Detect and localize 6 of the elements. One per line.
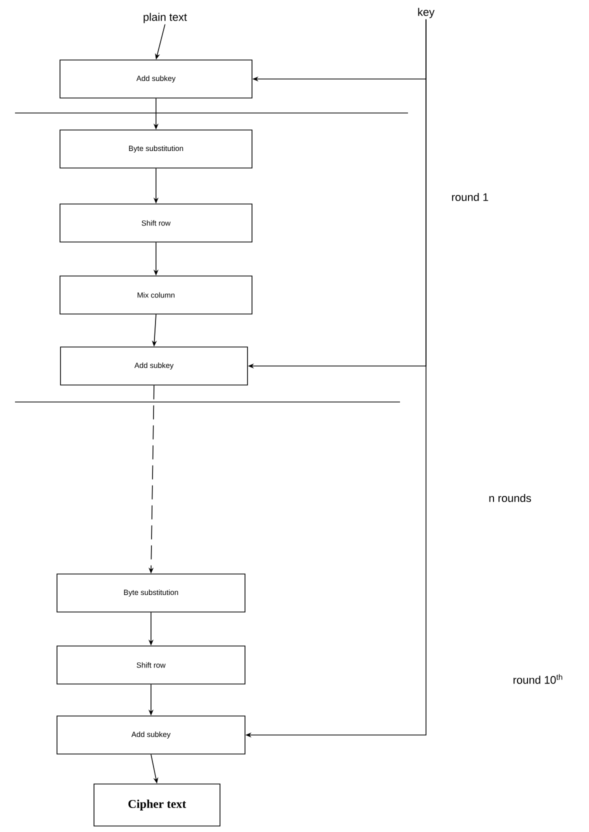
- round-label: round 10$^{th}$: [514, 674, 562, 684]
- text-label: plain text: [144, 12, 187, 24]
- round-label: n rounds: [489, 494, 531, 502]
- round-label: round 1: [452, 192, 488, 202]
- text-label: key: [418, 8, 435, 18]
- output-box: Cipher text: [94, 784, 220, 826]
